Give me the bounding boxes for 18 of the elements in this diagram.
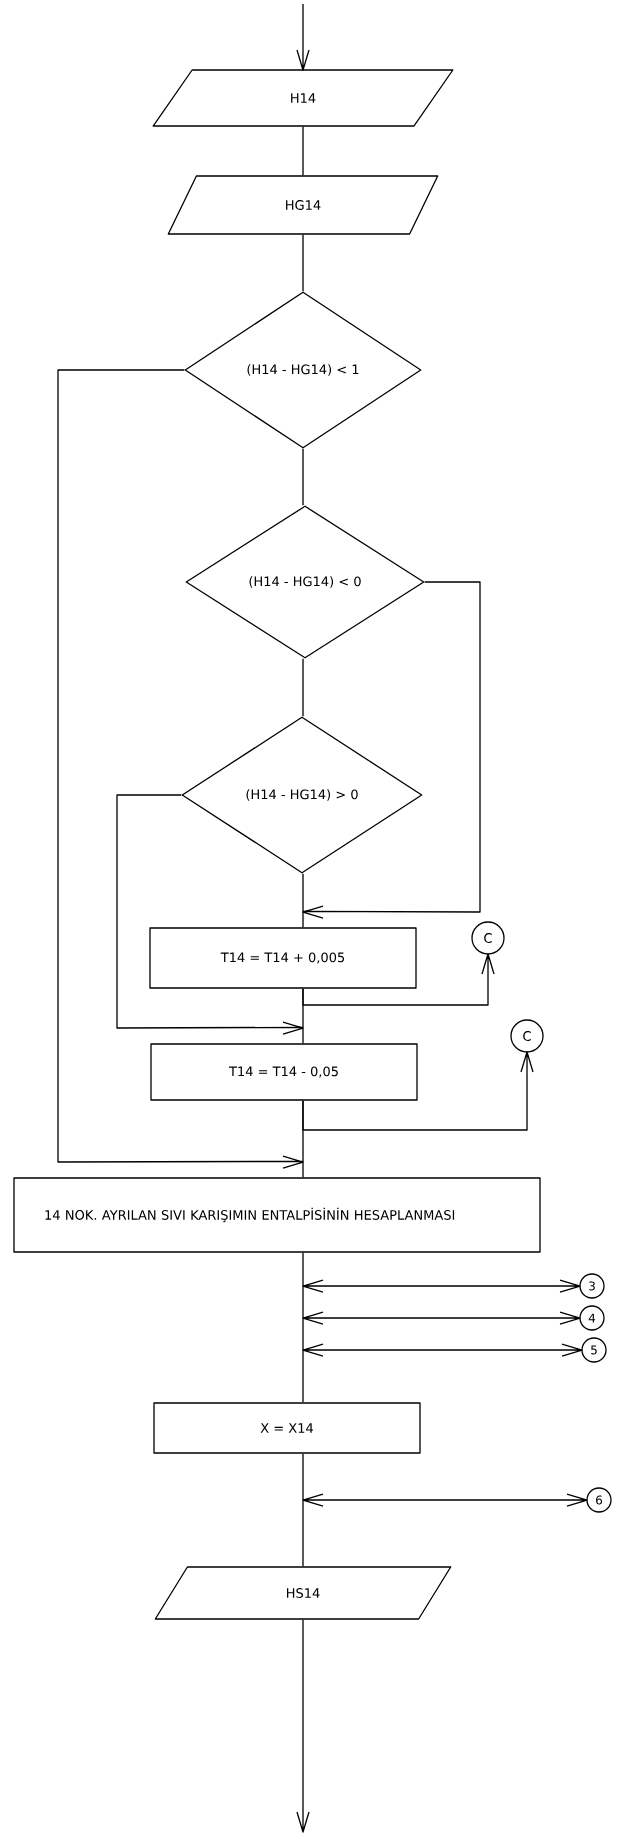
- process-box: 14 NOK. AYRILAN SIVI KARIŞIMIN ENTALPİSİNİN HESAPLANMASI: [13, 1177, 541, 1253]
- arrow: [302, 1311, 581, 1325]
- input-output-parallelogram: H14: [152, 69, 454, 127]
- input-output-parallelogram: HS14: [154, 1566, 452, 1620]
- arrow: [296, 1619, 310, 1833]
- arrow: [302, 1279, 581, 1293]
- arrow: [116, 794, 304, 1035]
- arrow: [302, 1343, 583, 1357]
- arrow: [302, 1493, 588, 1507]
- arrow: [57, 369, 304, 1169]
- process-box: T14 = T14 + 0,005: [149, 927, 417, 989]
- process-box: T14 = T14 - 0,05: [150, 1043, 418, 1101]
- process-box: X = X14: [153, 1402, 421, 1454]
- arrow: [296, 3, 310, 71]
- arrow: [302, 953, 495, 1006]
- arrow: [302, 581, 481, 919]
- arrow: [302, 1051, 534, 1131]
- input-output-parallelogram: HG14: [167, 175, 439, 235]
